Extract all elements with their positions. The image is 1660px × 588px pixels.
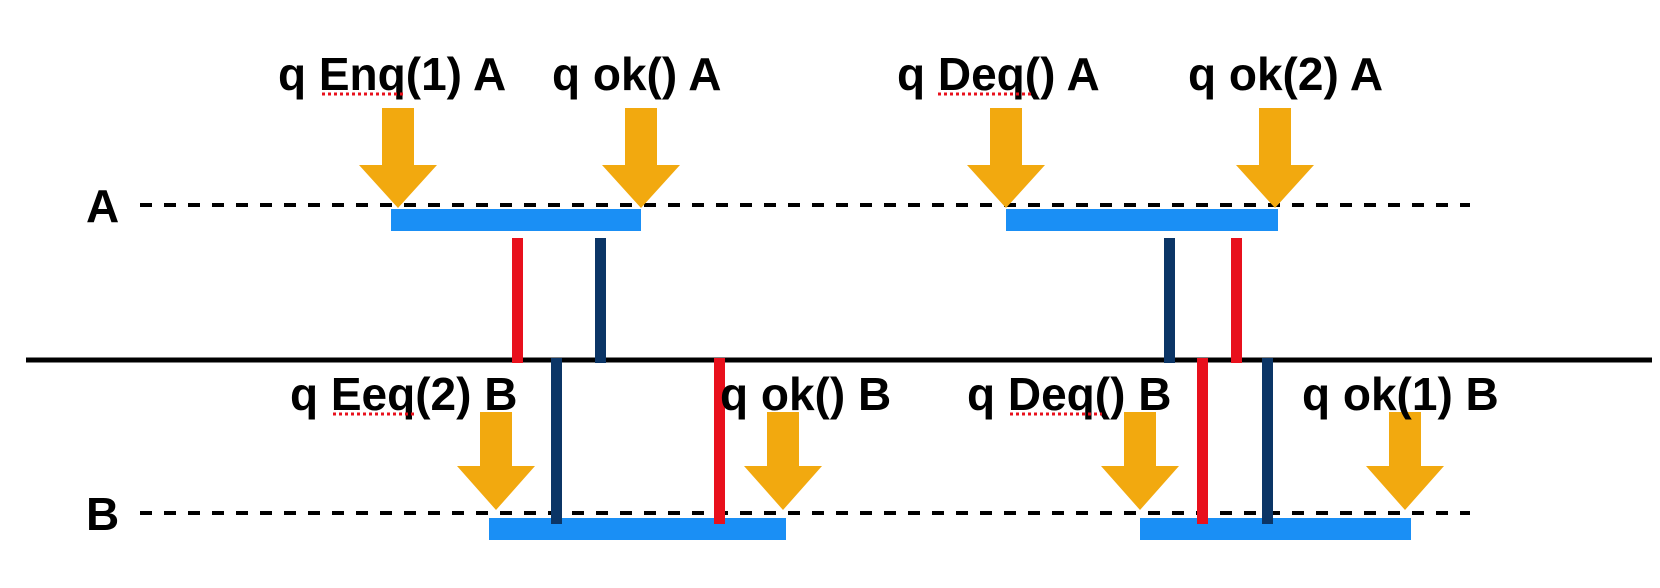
arrow-down-icon: [602, 108, 680, 208]
navy-marker: [551, 358, 562, 524]
interval-a-deq: [1006, 209, 1278, 231]
op-label-b-ok-deq: q ok(1) B: [1302, 368, 1499, 420]
arrow-down-icon: [1236, 108, 1314, 208]
red-marker: [1231, 238, 1242, 363]
red-marker: [714, 358, 725, 524]
navy-marker: [595, 238, 606, 363]
process-label-a: A: [86, 180, 119, 232]
op-label-b-enq: q Eeq(2) B: [290, 368, 517, 420]
arrow-down-icon: [1101, 412, 1179, 510]
navy-marker: [1262, 358, 1273, 524]
interval-b-enq: [489, 518, 786, 540]
op-label-a-enq: q Enq(1) A: [278, 48, 506, 100]
navy-marker: [1164, 238, 1175, 363]
interval-b-deq: [1140, 518, 1411, 540]
arrow-down-icon: [744, 412, 822, 510]
arrow-down-icon: [1366, 412, 1444, 510]
interval-a-enq: [391, 209, 641, 231]
process-label-b: B: [86, 488, 119, 540]
arrow-down-icon: [359, 108, 437, 208]
arrow-down-icon: [967, 108, 1045, 208]
op-label-b-deq: q Deq() B: [967, 368, 1171, 420]
arrow-down-icon: [457, 412, 535, 510]
op-label-a-ok-enq: q ok() A: [552, 48, 722, 100]
op-label-a-ok-deq: q ok(2) A: [1188, 48, 1383, 100]
red-marker: [512, 238, 523, 363]
op-label-a-deq: q Deq() A: [897, 48, 1100, 100]
op-label-b-ok-enq: q ok() B: [720, 368, 891, 420]
red-marker: [1197, 358, 1208, 524]
